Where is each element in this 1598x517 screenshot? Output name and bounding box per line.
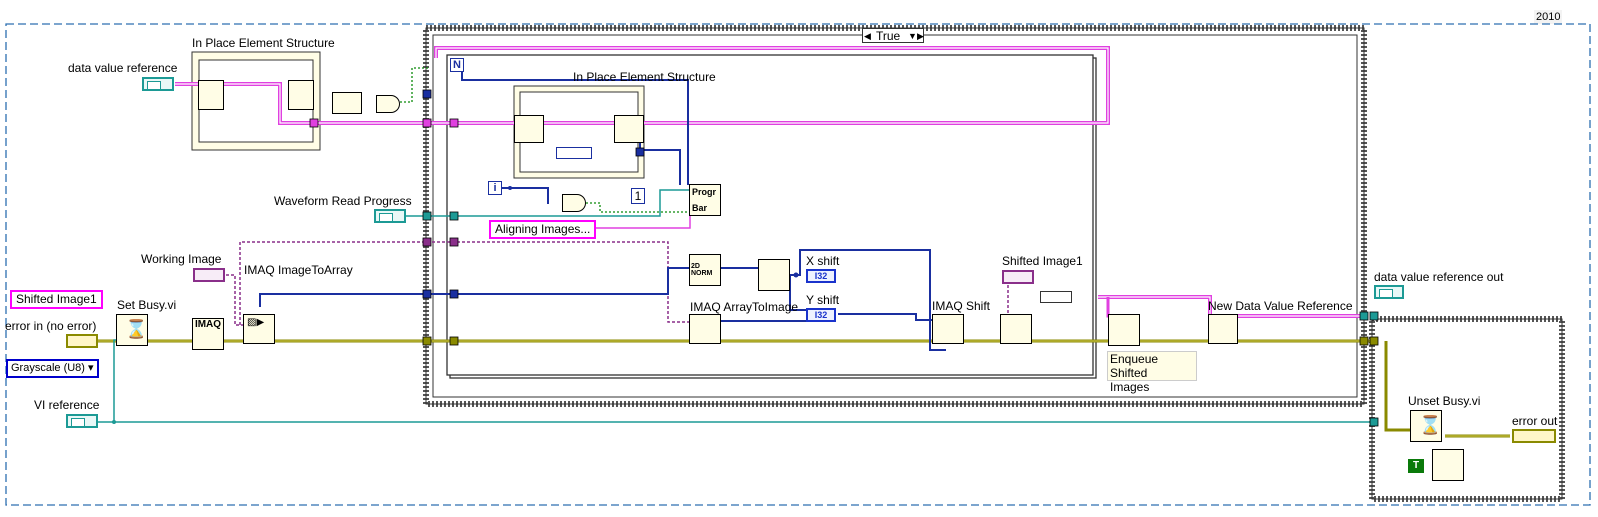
enqueue-label-line1: Enqueue Shifted <box>1110 352 1159 380</box>
progress-bar-node[interactable]: Progr Bar <box>689 184 721 216</box>
imaq-imagetoarray-node[interactable]: ▨▶ <box>243 314 275 344</box>
ipe-outer-label: In Place Element Structure <box>192 36 335 50</box>
dvr-write-node[interactable] <box>288 80 314 110</box>
vi-reference-label: VI reference <box>34 398 100 412</box>
dropdown-arrow-icon[interactable]: ▼ <box>908 31 917 41</box>
imaq-arraytoimage-label: IMAQ ArrayToImage <box>690 300 799 314</box>
enqueue-node[interactable] <box>1108 314 1140 346</box>
case-selector[interactable]: ◀ True ▼ ▶ <box>862 28 924 43</box>
grayscale-enum[interactable]: Grayscale (U8) ▾ <box>6 359 99 378</box>
equal-zero-node[interactable] <box>562 194 586 212</box>
unset-busy-label: Unset Busy.vi <box>1408 394 1481 408</box>
bar-label: Bar <box>692 203 708 213</box>
unbundle-xy-node[interactable] <box>758 259 790 291</box>
working-image-control[interactable] <box>193 268 225 282</box>
increment-arrow-icon[interactable]: ▶ <box>917 31 924 41</box>
error-out-indicator <box>1512 429 1556 443</box>
image-to-array-icon: ▨▶ <box>247 317 265 328</box>
set-busy-node[interactable]: ⌛ <box>116 314 148 346</box>
enqueue-label-line2: Images <box>1110 380 1150 394</box>
error-in-label: error in (no error) <box>5 319 97 333</box>
unset-busy-node[interactable]: ⌛ <box>1410 410 1442 442</box>
x-shift-indicator: I32 <box>806 269 836 283</box>
shifted-image1-indicator-label: Shifted Image1 <box>1002 254 1083 268</box>
vi-reference-control[interactable] <box>66 414 98 428</box>
version-label: 2010 <box>1534 10 1563 24</box>
loop-index-terminal[interactable]: i <box>488 181 502 195</box>
set-busy-label: Set Busy.vi <box>117 298 177 312</box>
error-out-label: error out <box>1512 414 1558 428</box>
case-value: True <box>876 29 901 43</box>
imaq-shift-label: IMAQ Shift <box>932 299 991 313</box>
progr-label: Progr <box>692 187 717 197</box>
hourglass-icon: ⌛ <box>125 319 148 339</box>
hourglass-icon-2: ⌛ <box>1419 415 1442 435</box>
num-constant[interactable]: 1 <box>631 188 645 204</box>
array-size-node[interactable] <box>332 92 362 114</box>
unbundle-node[interactable] <box>556 147 592 159</box>
working-image-label: Working Image <box>141 252 222 266</box>
greater-than-zero-node[interactable] <box>376 95 400 113</box>
new-dvr-label: New Data Value Reference <box>1208 299 1353 313</box>
error-in-control[interactable] <box>66 334 98 348</box>
imaq-shift-node[interactable] <box>932 314 964 344</box>
ipe-inner-label: In Place Element Structure <box>573 70 716 84</box>
build-array-node[interactable] <box>1040 291 1072 303</box>
normalize-2d-node[interactable]: 2D NORM <box>689 254 721 286</box>
waveform-read-progress-label: Waveform Read Progress <box>274 194 412 208</box>
imaq-image-to-array-2-node[interactable] <box>1000 314 1032 344</box>
bool-true-constant[interactable]: T <box>1408 459 1424 473</box>
close-reference-node[interactable] <box>1432 449 1464 481</box>
imaq-label: IMAQ <box>194 319 222 330</box>
index-array-node-1[interactable] <box>514 115 544 143</box>
new-dvr-node[interactable] <box>1208 314 1238 344</box>
loop-count-terminal[interactable]: N <box>450 58 464 72</box>
dvr-read-node[interactable] <box>198 80 224 110</box>
data-value-reference-control[interactable] <box>142 77 174 91</box>
y-shift-label: Y shift <box>806 293 840 307</box>
dvr-out-indicator <box>1374 285 1404 299</box>
shifted-image1-indicator <box>1002 270 1034 284</box>
imaq-imagetoarray-label: IMAQ ImageToArray <box>244 263 353 277</box>
imaq-arraytoimage-node[interactable] <box>689 314 721 344</box>
index-array-node-2[interactable] <box>614 115 644 143</box>
dvr-out-label: data value reference out <box>1374 270 1504 284</box>
y-shift-indicator: I32 <box>806 308 836 322</box>
x-shift-label: X shift <box>806 254 840 268</box>
decrement-arrow-icon[interactable]: ◀ <box>864 31 871 41</box>
aligning-images-constant[interactable]: Aligning Images... <box>489 220 597 239</box>
imaq-create-node[interactable]: IMAQ <box>192 318 224 350</box>
data-value-reference-label: data value reference <box>68 61 178 75</box>
waveform-read-progress-control[interactable] <box>374 209 406 223</box>
shifted-image1-constant[interactable]: Shifted Image1 <box>10 290 103 309</box>
enqueue-label-box: Enqueue Shifted Images <box>1107 351 1197 394</box>
